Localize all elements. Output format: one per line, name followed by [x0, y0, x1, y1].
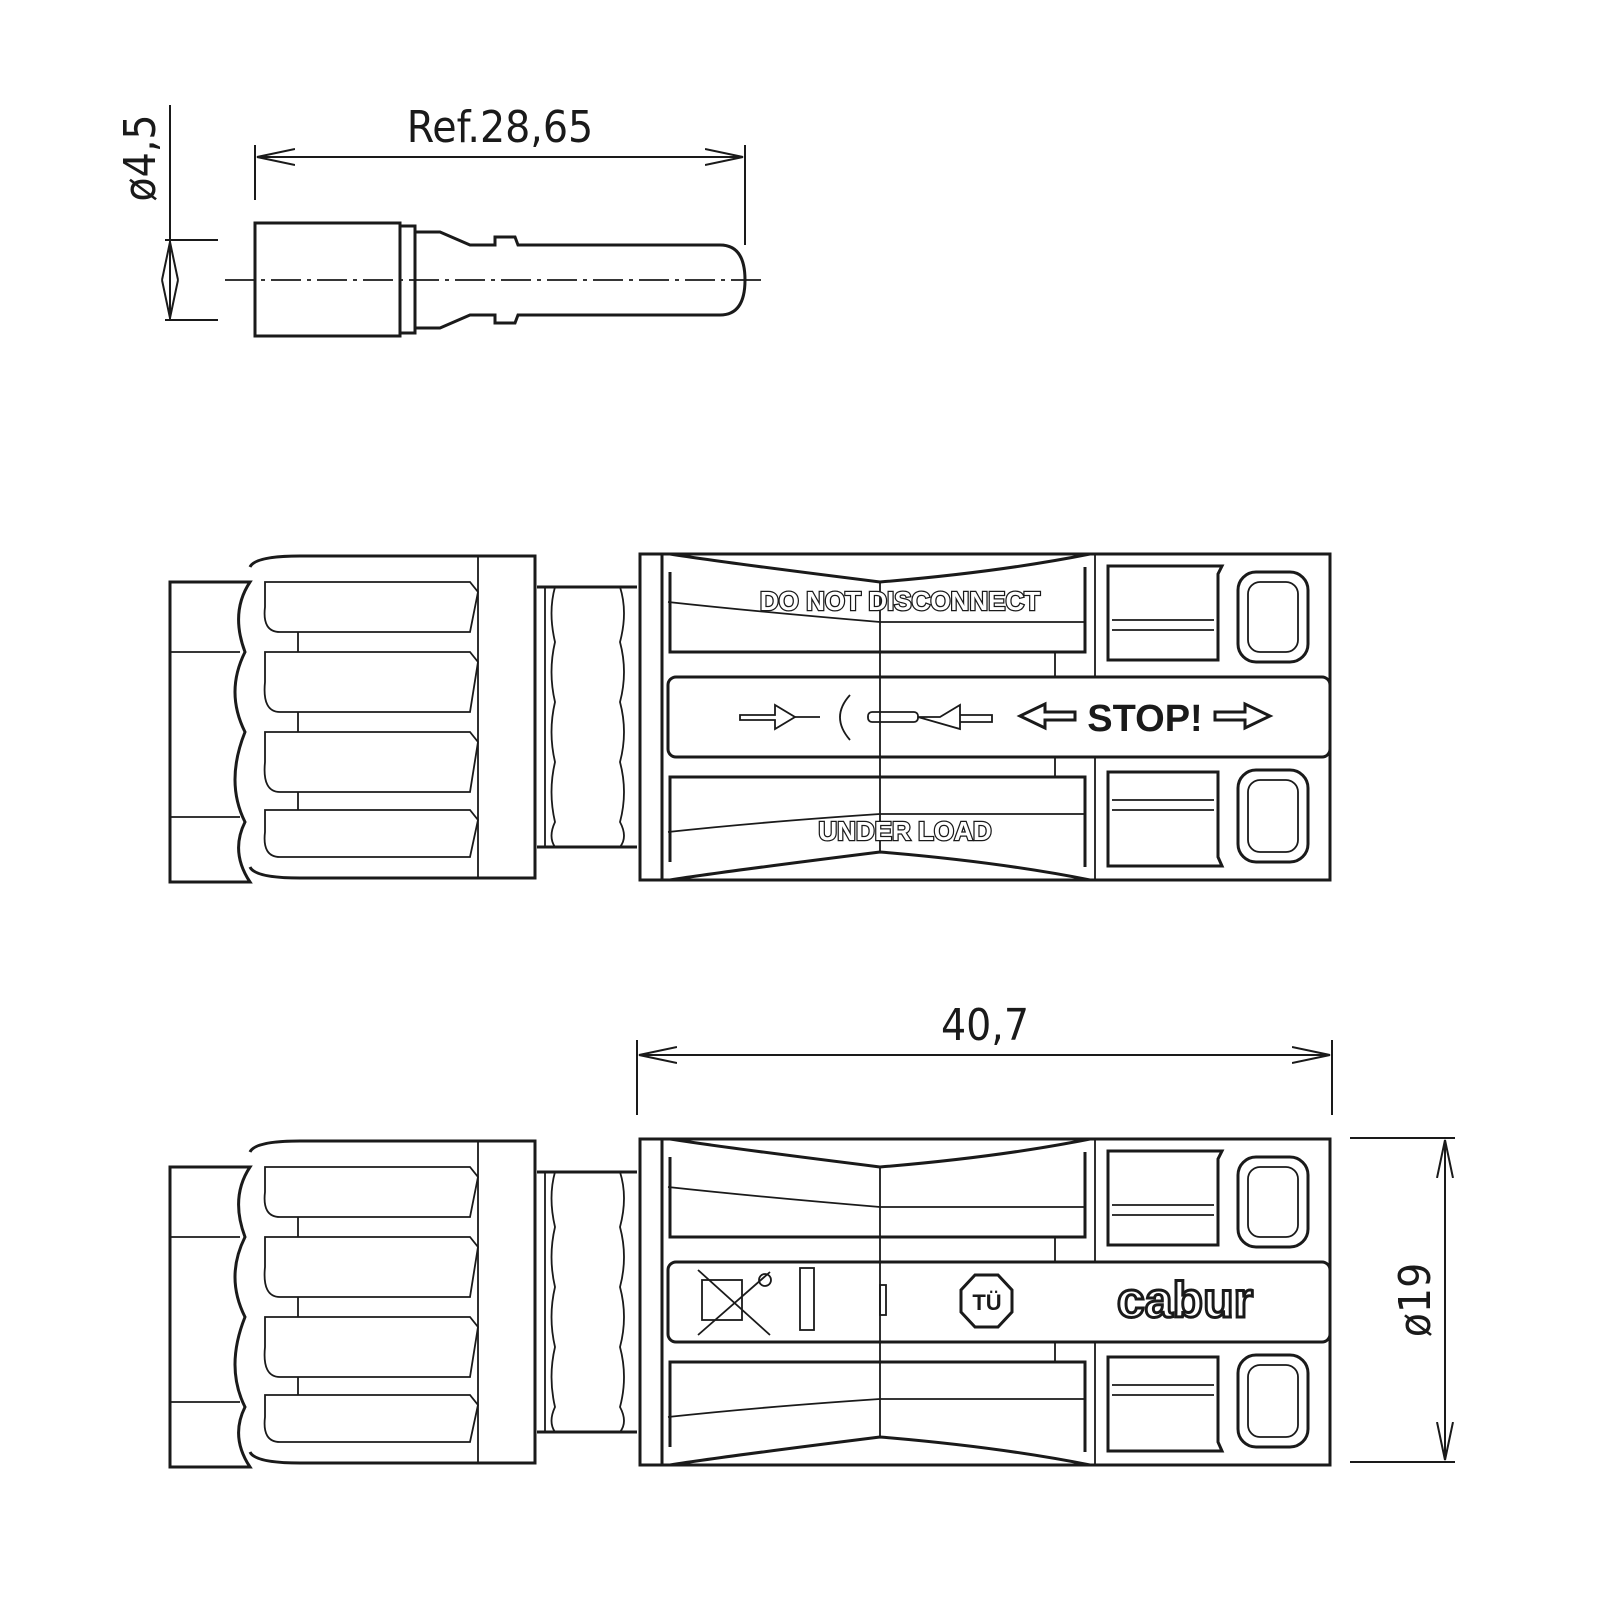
arrow-right-icon	[1213, 701, 1274, 731]
connector-side-view-brand: TÜ cabur 40,7 ø19	[168, 1000, 1455, 1469]
disposal-bin-icon	[697, 1269, 772, 1336]
line-mark	[879, 1284, 887, 1316]
do-not-disconnect-label: DO NOT DISCONNECT	[760, 586, 1040, 616]
pin-length-dimension: Ref.28,65	[407, 102, 593, 153]
certification-mark-icon: TÜ	[959, 1273, 1014, 1329]
connector-length-dimension: 40,7	[941, 1000, 1029, 1051]
arrow-left-icon	[1016, 701, 1077, 731]
svg-text:TÜ: TÜ	[972, 1290, 1001, 1315]
pin-diameter-dimension: ø4,5	[115, 114, 166, 201]
under-load-label: UNDER LOAD	[818, 816, 991, 846]
stop-label: STOP!	[1087, 698, 1202, 740]
contact-pin: Ref.28,65 ø4,5	[115, 102, 765, 338]
connector-side-view-labels: DO NOT DISCONNECT UNDER LOAD STOP!	[168, 552, 1332, 884]
brand-logo: cabur	[1117, 1272, 1253, 1328]
plug-symbol-icon	[739, 694, 993, 741]
connector-diameter-dimension: ø19	[1390, 1263, 1441, 1338]
